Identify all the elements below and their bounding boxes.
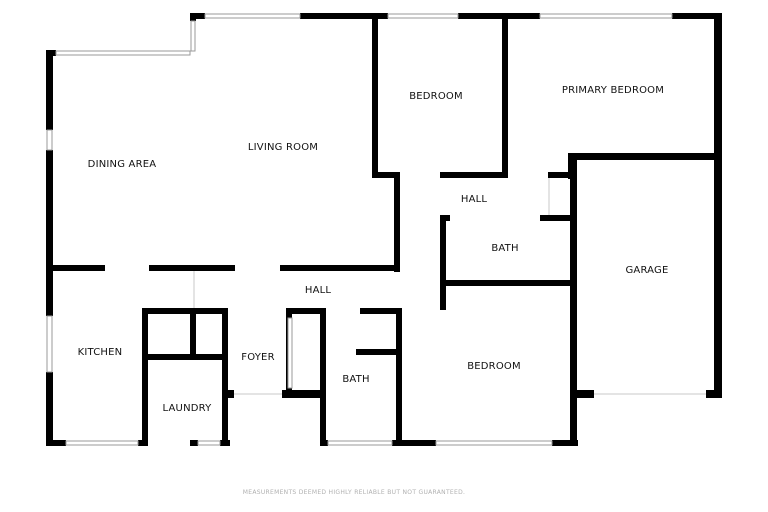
wall-top-center	[300, 13, 388, 19]
wall-bath2-closet	[356, 349, 398, 355]
wall-bottom-laundry	[190, 440, 198, 446]
windows	[46, 13, 673, 446]
wall-left-lower	[46, 372, 53, 446]
wall-jog-vertical	[190, 13, 196, 21]
wall-left-mid	[46, 150, 53, 316]
wall-bottom-kitchen	[46, 440, 66, 446]
wall-bedroom1-bottom-left	[372, 172, 400, 178]
wall-living-bottom-3	[280, 265, 400, 271]
room-label-hall-lower: HALL	[305, 285, 332, 296]
window-primary-top	[539, 13, 673, 19]
wall-closet-left	[142, 308, 148, 360]
wall-bath1-top-right	[540, 215, 576, 221]
room-label-kitchen: KITCHEN	[78, 347, 123, 358]
wall-bedroom1-bottom-right	[440, 172, 508, 178]
room-label-living-room: LIVING ROOM	[248, 142, 318, 153]
room-labels: DINING AREA LIVING ROOM BEDROOM PRIMARY …	[78, 85, 669, 414]
wall-bath1-bottom	[440, 280, 576, 286]
wall-closet-divider	[190, 308, 196, 360]
wall-top-right	[672, 13, 722, 19]
wall-living-right	[394, 172, 400, 272]
wall-bath1-left	[440, 215, 446, 310]
room-label-primary-bedroom: PRIMARY BEDROOM	[562, 85, 664, 96]
wall-garage-left	[570, 153, 577, 445]
wall-garage-left-upper	[568, 153, 576, 179]
wall-bottom-bedroom	[552, 440, 578, 446]
wall-bedroom1-right	[502, 13, 508, 178]
wall-left-upper	[46, 50, 53, 130]
window-living-jog	[190, 20, 196, 52]
room-label-dining-area: DINING AREA	[88, 159, 157, 170]
room-label-bedroom-1: BEDROOM	[409, 91, 463, 102]
wall-bath2-top	[290, 308, 326, 314]
wall-closet-top	[142, 308, 228, 314]
wall-bedroom2-top-left	[360, 308, 402, 314]
room-label-bath-2: BATH	[342, 374, 369, 385]
wall-living-bottom-1	[53, 265, 105, 271]
room-label-laundry: LAUNDRY	[163, 403, 213, 414]
window-bath2-bottom	[327, 440, 393, 446]
wall-foyer-left	[222, 308, 228, 398]
wall-bottom-mid	[392, 440, 436, 446]
room-label-foyer: FOYER	[241, 352, 274, 363]
wall-bedroom1-left	[372, 13, 378, 176]
wall-top-living	[193, 13, 205, 19]
wall-living-bottom-2	[149, 265, 235, 271]
window-dining-top	[55, 50, 191, 56]
wall-garage-bottom-right	[706, 390, 722, 398]
window-bedroom2-bottom	[435, 440, 553, 446]
window-laundry-bottom	[197, 440, 221, 446]
wall-bedroom2-left	[396, 308, 402, 446]
window-kitchen-left	[46, 315, 53, 373]
measurement-disclaimer: MEASUREMENTS DEEMED HIGHLY RELIABLE BUT …	[243, 489, 465, 496]
wall-top-mid	[458, 13, 540, 19]
door-openings	[193, 178, 706, 395]
window-dining-left	[46, 129, 53, 151]
room-label-bath-1: BATH	[491, 243, 518, 254]
wall-laundry-top	[142, 354, 228, 360]
wall-primary-jog	[548, 172, 574, 178]
wall-primary-bottom	[570, 153, 720, 160]
walls	[46, 13, 722, 446]
wall-laundry-left	[142, 354, 148, 446]
wall-laundry-right	[222, 354, 228, 446]
room-label-hall-upper: HALL	[461, 194, 488, 205]
window-foyer	[287, 317, 293, 389]
window-living-top	[204, 13, 301, 19]
window-bedroom1-top	[387, 13, 459, 19]
wall-bath2-left	[320, 308, 326, 446]
wall-right-outer	[714, 13, 722, 398]
room-label-garage: GARAGE	[625, 265, 668, 276]
wall-garage-bottom-left	[570, 390, 594, 398]
window-kitchen-bottom	[65, 440, 139, 446]
room-label-bedroom-2: BEDROOM	[467, 361, 521, 372]
wall-foyer-bottom	[282, 390, 324, 398]
